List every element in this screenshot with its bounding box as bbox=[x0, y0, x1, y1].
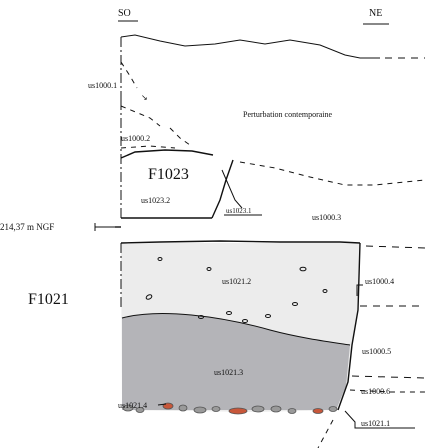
lower-dashed-line bbox=[317, 419, 334, 448]
label-us1023-1: us1023.1 bbox=[226, 207, 252, 215]
label-us1023-2: us1023.2 bbox=[141, 196, 170, 205]
stone bbox=[312, 408, 324, 414]
us1000-2-boundary-b bbox=[169, 127, 191, 146]
stone bbox=[228, 407, 248, 415]
label-us1021-2: us1021.2 bbox=[222, 277, 251, 286]
ground-surface bbox=[120, 34, 380, 59]
orientation-so: SO bbox=[118, 8, 131, 19]
inclusion bbox=[226, 311, 232, 315]
inclusion bbox=[299, 266, 307, 272]
label-us1000-3: us1000.3 bbox=[312, 213, 341, 222]
label-f1023: F1023 bbox=[148, 166, 189, 183]
label-us1000-6: us1000.6 bbox=[361, 387, 390, 396]
label-us1000-4: us1000.4 bbox=[365, 277, 394, 286]
us1000-1-tick: ↘ bbox=[141, 93, 148, 102]
stone bbox=[135, 407, 145, 413]
label-us1000-5: us1000.5 bbox=[362, 347, 391, 356]
f1021-top bbox=[120, 240, 361, 244]
label-us1021-4: us1021.4 bbox=[118, 401, 147, 410]
us1000-6-boundary bbox=[351, 375, 426, 379]
label-perturbation: Perturbation contemporaine bbox=[243, 110, 333, 119]
base-stones bbox=[122, 402, 338, 415]
inclusion bbox=[265, 314, 271, 318]
label-us1021-3: us1021.3 bbox=[214, 368, 243, 377]
us1021-1-leader bbox=[344, 410, 415, 429]
inclusion bbox=[145, 294, 153, 300]
inclusion bbox=[157, 257, 163, 261]
us1000-4-boundary bbox=[365, 245, 426, 249]
us1021-4-leader bbox=[157, 403, 167, 406]
stone bbox=[211, 406, 221, 412]
f1023-top bbox=[120, 149, 214, 159]
fill-us1021-3 bbox=[122, 313, 350, 410]
us1023-1-edge bbox=[221, 169, 243, 209]
inclusion bbox=[292, 302, 298, 306]
label-us1021-1: us1021.1 bbox=[361, 419, 390, 428]
inclusion bbox=[242, 319, 248, 323]
inclusion bbox=[322, 289, 328, 293]
inclusion bbox=[198, 315, 204, 319]
label-f1021: F1021 bbox=[28, 291, 69, 308]
us1000-2-lower bbox=[120, 145, 176, 149]
us1000-1-boundary bbox=[120, 61, 138, 89]
inclusion bbox=[206, 267, 212, 271]
stone bbox=[251, 405, 265, 413]
stone bbox=[328, 406, 338, 412]
label-altitude: 214,37 m NGF bbox=[0, 222, 54, 232]
f1023-right-edge bbox=[211, 159, 234, 219]
inclusions bbox=[145, 257, 328, 323]
stone bbox=[193, 406, 207, 414]
stone bbox=[122, 404, 134, 412]
us1000-6-lower bbox=[349, 389, 425, 393]
stone bbox=[270, 405, 282, 413]
interface-us1021-2-3 bbox=[121, 313, 351, 346]
us1000-3-boundary bbox=[239, 161, 426, 186]
f1021-right-edge bbox=[337, 242, 361, 411]
orientation-ne: NE bbox=[369, 8, 382, 19]
us1000-2-boundary-a bbox=[120, 105, 161, 127]
label-us1000-1: us1000.1 bbox=[88, 81, 117, 90]
label-us1000-2: us1000.2 bbox=[121, 134, 150, 143]
stone bbox=[178, 404, 188, 412]
us1000-4-leader bbox=[356, 284, 363, 296]
stone bbox=[287, 408, 297, 414]
